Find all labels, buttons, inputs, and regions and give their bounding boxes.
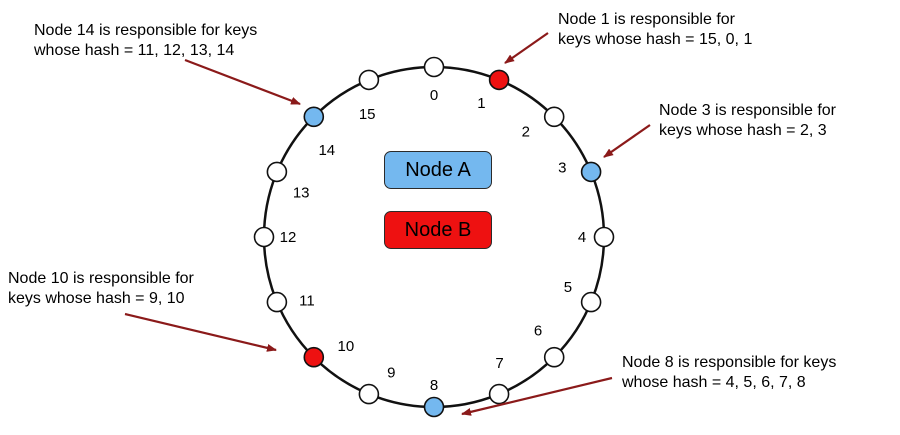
- ring-slot-label-9: 9: [387, 364, 395, 381]
- annotation-node1-line2: keys whose hash = 15, 0, 1: [558, 31, 753, 48]
- annotation-node8: Node 8 is responsible for keys whose has…: [622, 353, 836, 393]
- ring-slot-label-14: 14: [318, 142, 335, 159]
- ring-slot-9: [358, 383, 380, 405]
- ring-slot-label-4: 4: [578, 229, 586, 246]
- ring-slot-11: [266, 291, 288, 313]
- ring-slot-5: [580, 291, 602, 313]
- ring-slot-label-10: 10: [338, 338, 355, 355]
- annotation-node8-line1: Node 8 is responsible for keys: [622, 354, 837, 371]
- annotation-node1-line1: Node 1 is responsible for: [558, 11, 735, 28]
- ring-slot-label-5: 5: [564, 279, 572, 296]
- annotation-node3-line1: Node 3 is responsible for: [659, 102, 836, 119]
- ring-slot-10-node-b: [303, 346, 325, 368]
- ring-slot-label-2: 2: [522, 123, 530, 140]
- ring-slot-label-15: 15: [359, 106, 376, 123]
- ring-slot-label-0: 0: [430, 87, 438, 104]
- annotation-node14: Node 14 is responsible for keys whose ha…: [34, 21, 257, 61]
- ring-slot-label-12: 12: [280, 229, 297, 246]
- annotation-node8-line2: whose hash = 4, 5, 6, 7, 8: [622, 374, 806, 391]
- ring-slot-label-11: 11: [299, 292, 315, 309]
- ring-slot-15: [358, 69, 380, 91]
- annotation-node10: Node 10 is responsible for keys whose ha…: [8, 269, 194, 309]
- annotation-node10-line1: Node 10 is responsible for: [8, 270, 194, 287]
- ring-slot-1-node-b: [488, 69, 510, 91]
- ring-slot-14-node-a: [303, 106, 325, 128]
- arrow-node3: [603, 124, 651, 158]
- ring-slot-13: [266, 161, 288, 183]
- ring-slot-0: [423, 56, 445, 78]
- arrow-node1: [504, 32, 549, 64]
- legend-node-b: Node B: [384, 211, 492, 249]
- ring-slot-label-7: 7: [495, 355, 503, 372]
- ring-slot-8-node-a: [423, 396, 445, 418]
- arrow-node8: [461, 376, 613, 416]
- annotation-node1: Node 1 is responsible for keys whose has…: [558, 10, 752, 50]
- annotation-node3: Node 3 is responsible for keys whose has…: [659, 101, 836, 141]
- ring-slot-6: [543, 346, 565, 368]
- annotation-node3-line2: keys whose hash = 2, 3: [659, 122, 827, 139]
- ring-slot-12: [253, 226, 275, 248]
- ring-slot-label-8: 8: [430, 377, 438, 394]
- legend-node-a: Node A: [384, 151, 492, 189]
- annotation-node14-line1: Node 14 is responsible for keys: [34, 22, 258, 39]
- arrow-node14: [184, 58, 301, 106]
- ring-slot-label-3: 3: [558, 159, 566, 176]
- annotation-node14-line2: whose hash = 11, 12, 13, 14: [34, 42, 235, 59]
- ring-slot-3-node-a: [580, 161, 602, 183]
- annotation-node10-line2: keys whose hash = 9, 10: [8, 290, 185, 307]
- ring-slot-label-13: 13: [293, 185, 310, 202]
- arrow-node10: [124, 312, 277, 352]
- ring-slot-4: [593, 226, 615, 248]
- ring-slot-label-1: 1: [477, 95, 485, 112]
- ring-slot-2: [543, 106, 565, 128]
- ring-slot-label-6: 6: [534, 323, 542, 340]
- ring-slot-7: [488, 383, 510, 405]
